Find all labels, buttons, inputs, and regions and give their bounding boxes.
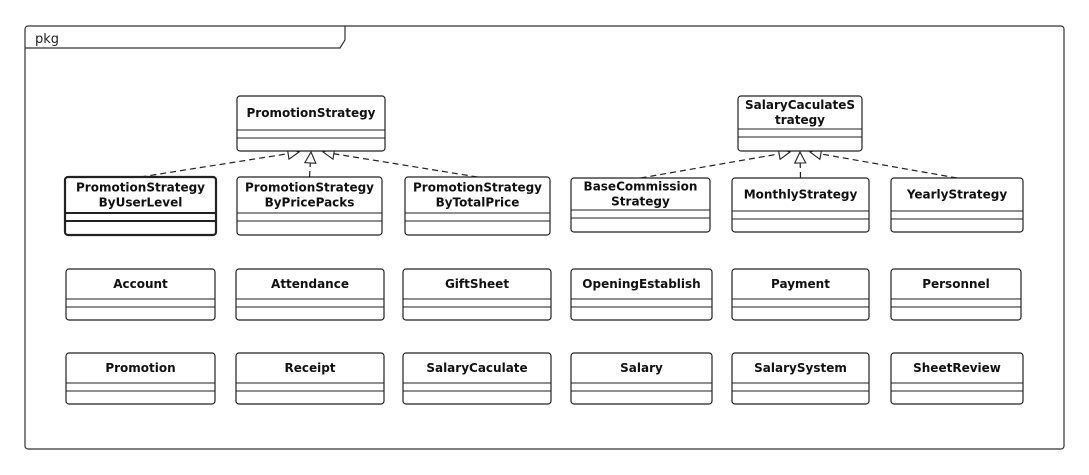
class-opening-establish[interactable]: OpeningEstablish <box>570 268 713 321</box>
class-salary[interactable]: Salary <box>570 352 713 405</box>
class-name-line: SalaryCaculate <box>426 361 527 375</box>
class-name-line: BaseCommission <box>584 180 698 194</box>
realization-monthly-strategy <box>793 150 807 179</box>
class-name-line: Receipt <box>284 361 335 375</box>
class-name-line: GiftSheet <box>445 277 509 291</box>
class-salary-caculate[interactable]: SalaryCaculate <box>402 352 552 405</box>
class-name-line: ByUserLevel <box>99 196 183 210</box>
package-label: pkg <box>35 32 59 47</box>
class-name-line: MonthlyStrategy <box>744 188 858 202</box>
class-box <box>890 177 1024 233</box>
class-name-line: ByTotalPrice <box>436 196 520 210</box>
class-payment[interactable]: Payment <box>731 268 870 321</box>
class-promotion[interactable]: Promotion <box>65 352 216 405</box>
class-promotion-strategy[interactable]: PromotionStrategy <box>236 95 386 152</box>
class-gift-sheet[interactable]: GiftSheet <box>402 268 552 321</box>
class-box <box>731 177 870 233</box>
class-receipt[interactable]: Receipt <box>235 352 385 405</box>
class-name-line: trategy <box>775 113 825 127</box>
class-name-line: ByPricePacks <box>265 196 355 210</box>
class-name-line: Promotion <box>105 361 175 375</box>
hollow-arrowhead-icon <box>793 150 807 164</box>
class-personnel[interactable]: Personnel <box>890 268 1022 321</box>
class-sheet-review[interactable]: SheetReview <box>890 352 1024 405</box>
class-attendance[interactable]: Attendance <box>235 268 385 321</box>
class-name-line: PromotionStrategy <box>76 181 205 195</box>
class-name-line: Account <box>113 277 168 291</box>
class-name-line: SheetReview <box>913 361 1001 375</box>
classes: PromotionStrategySalaryCaculateStrategyP… <box>63 95 1024 405</box>
class-account[interactable]: Account <box>65 268 216 321</box>
class-monthly-strategy[interactable]: MonthlyStrategy <box>731 177 870 233</box>
class-name-line: OpeningEstablish <box>582 277 700 291</box>
class-name-line: Personnel <box>922 277 990 291</box>
class-salary-system[interactable]: SalarySystem <box>731 352 870 405</box>
class-box <box>236 95 386 152</box>
class-name-line: PromotionStrategy <box>413 181 542 195</box>
hollow-arrowhead-icon <box>303 150 317 164</box>
class-name-line: PromotionStrategy <box>246 106 375 120</box>
class-name-line: SalarySystem <box>754 361 847 375</box>
class-name-line: Attendance <box>271 277 349 291</box>
class-name-line: PromotionStrategy <box>245 181 374 195</box>
class-yearly-strategy[interactable]: YearlyStrategy <box>890 177 1024 233</box>
class-name-line: YearlyStrategy <box>906 188 1008 202</box>
class-name-line: Salary <box>620 361 663 375</box>
class-name-line: Strategy <box>611 195 670 209</box>
class-name-line: Payment <box>771 277 830 291</box>
realization-promotion-strategy-by-price-packs <box>303 150 317 178</box>
class-name-line: SalaryCaculateS <box>745 98 855 112</box>
